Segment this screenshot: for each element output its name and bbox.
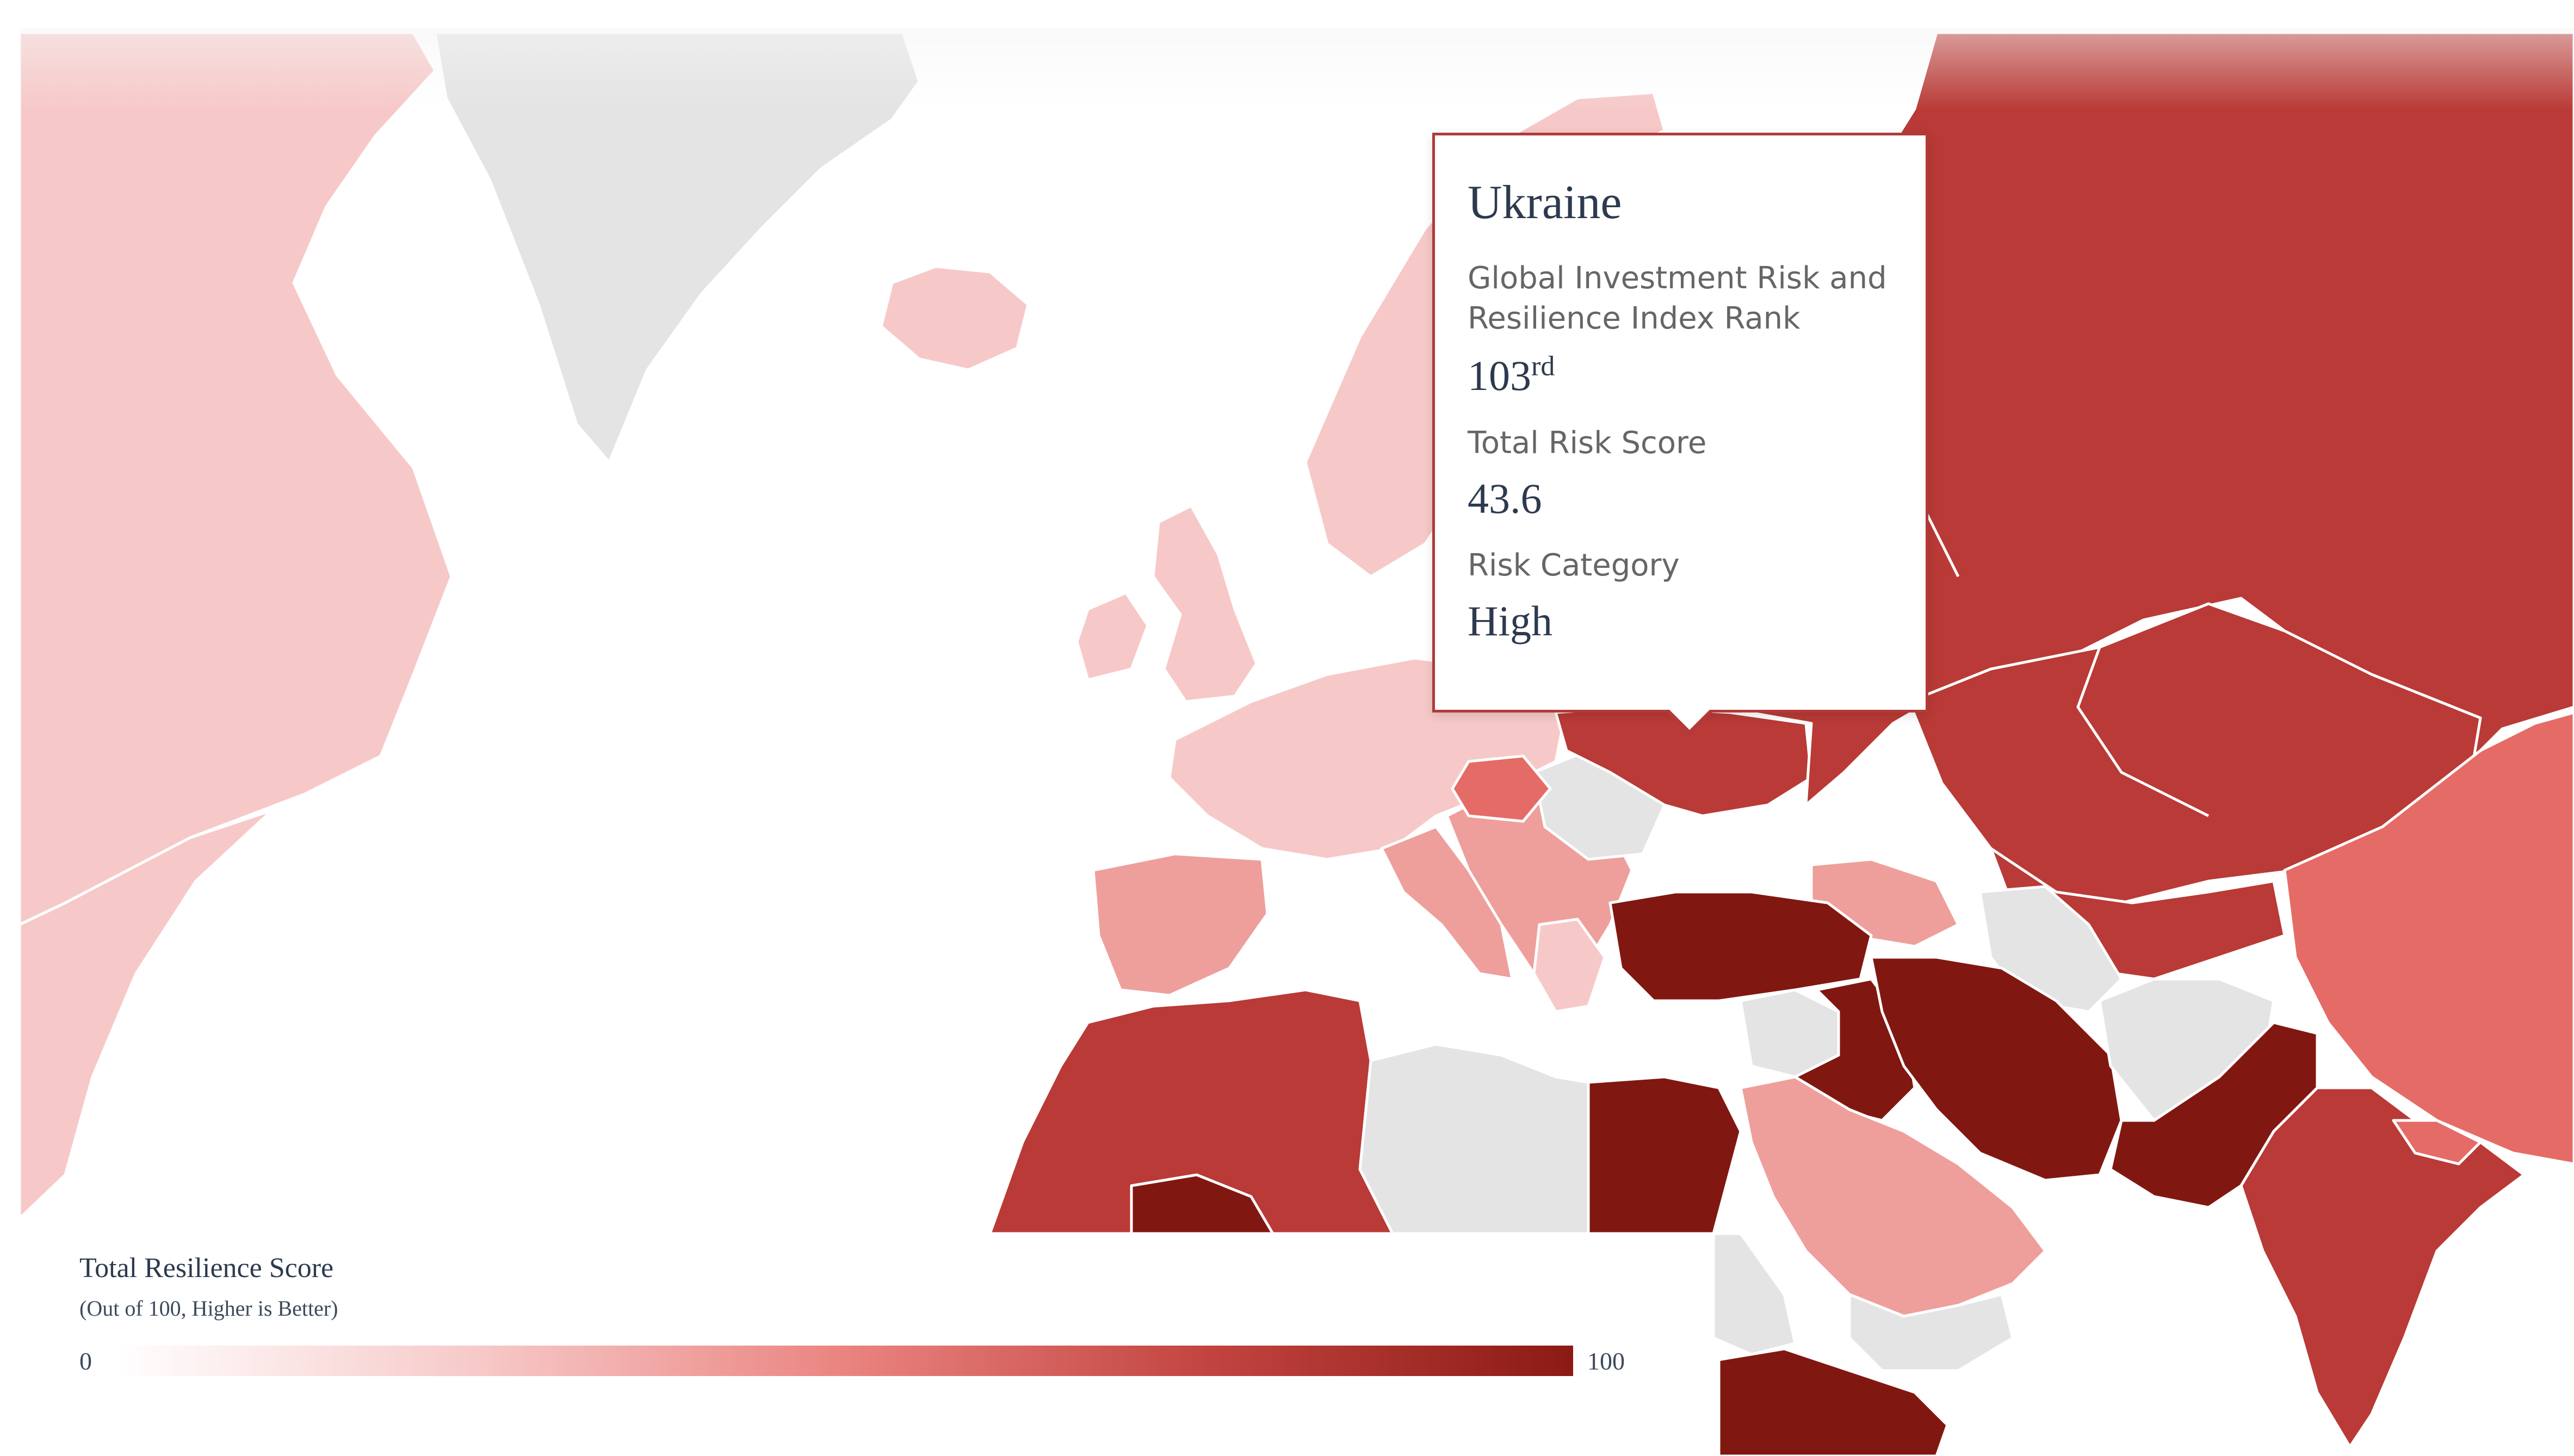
tooltip-rank-number: 103 (1468, 351, 1531, 399)
country-canada[interactable] (18, 31, 453, 926)
country-saudi-arabia[interactable] (1739, 1075, 2047, 1318)
country-algeria[interactable] (988, 988, 1394, 1235)
country-libya[interactable] (1358, 1043, 1590, 1235)
map-legend: Total Resilience Score (Out of 100, High… (20, 1234, 1715, 1456)
country-iberia[interactable] (1092, 852, 1269, 997)
country-mongolia[interactable] (2392, 1119, 2482, 1166)
country-china[interactable] (2283, 711, 2574, 1166)
country-india[interactable] (2239, 1086, 2526, 1448)
country-egypt[interactable] (1587, 1075, 1742, 1235)
tooltip-rank-label: Global Investment Risk and Resilience In… (1468, 261, 1887, 336)
tooltip-category-label: Risk Category (1468, 548, 1680, 584)
tooltip-country-name: Ukraine (1468, 176, 1622, 229)
legend-gradient-bar (115, 1346, 1573, 1376)
country-usa[interactable] (18, 809, 274, 1220)
tooltip-rank-value: 103rd (1468, 351, 1893, 399)
country-greenland[interactable] (434, 31, 921, 464)
legend-max-label: 100 (1587, 1347, 1625, 1375)
country-turkey[interactable] (1608, 890, 1873, 1002)
country-ethiopia[interactable] (1717, 1347, 1949, 1456)
tooltip-pointer-inner (1668, 708, 1711, 730)
country-iran[interactable] (1870, 956, 2123, 1182)
tooltip-category-value: High (1468, 597, 1552, 645)
country-ireland[interactable] (1075, 591, 1149, 681)
country-italy[interactable] (1380, 825, 1514, 981)
tooltip-rank-suffix: rd (1531, 350, 1555, 382)
country-iceland[interactable] (880, 265, 1030, 371)
country-uk[interactable] (1152, 504, 1258, 703)
tooltip-score-label: Total Risk Score (1468, 425, 1707, 461)
legend-subtitle: (Out of 100, Higher is Better) (79, 1296, 338, 1321)
country-greece[interactable] (1532, 918, 1606, 1013)
country-sahel[interactable] (1130, 1173, 1274, 1235)
legend-min-label: 0 (79, 1347, 92, 1375)
tooltip-score-value: 43.6 (1468, 474, 1542, 522)
country-yemen[interactable] (1848, 1293, 2014, 1372)
country-eritrea[interactable] (1712, 1232, 1797, 1356)
country-tooltip: Ukraine Global Investment Risk and Resil… (1432, 133, 1928, 712)
legend-title: Total Resilience Score (79, 1253, 334, 1284)
country-hungary[interactable] (1451, 754, 1552, 823)
